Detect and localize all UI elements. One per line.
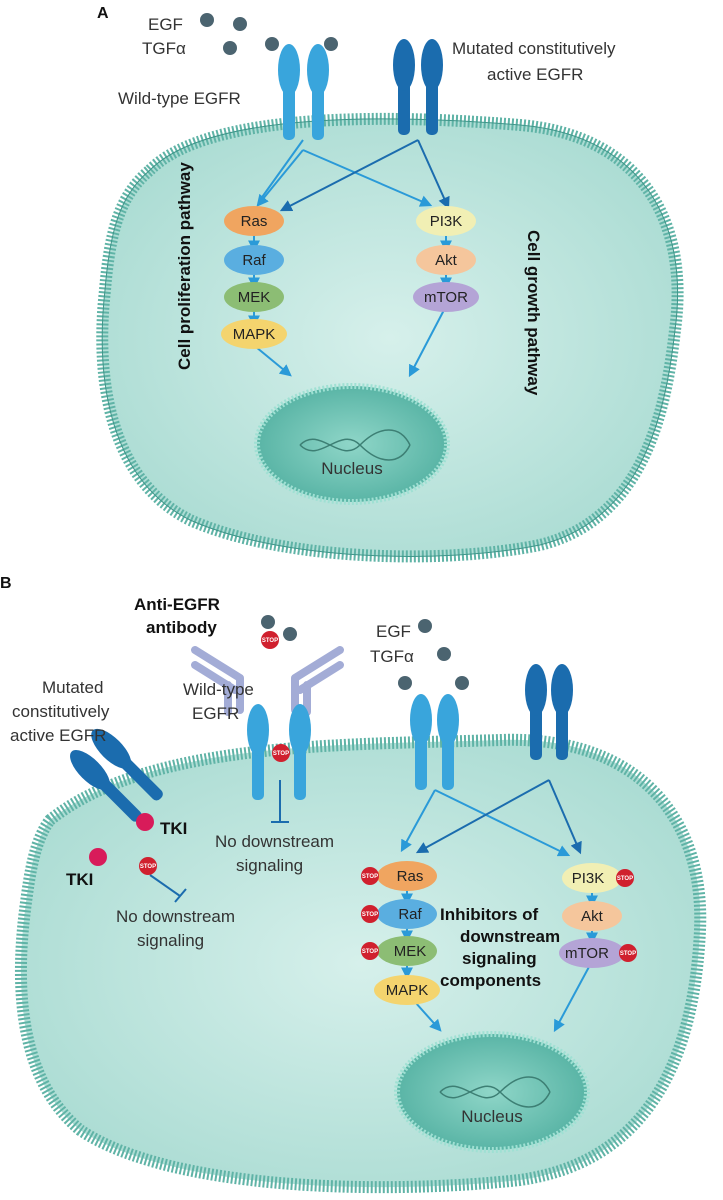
- wild-type-label-b2: EGFR: [192, 704, 239, 723]
- tki-label-2: TKI: [66, 870, 93, 889]
- svg-text:Ras: Ras: [241, 213, 268, 230]
- node-raf: Raf: [224, 245, 284, 275]
- panel-b-label: B: [0, 575, 12, 592]
- svg-text:STOP: STOP: [620, 951, 636, 957]
- svg-text:Akt: Akt: [581, 908, 604, 925]
- no-signal-2a: No downstream: [116, 907, 235, 926]
- ligand-label-tgfa: TGFα: [142, 39, 186, 58]
- svg-text:Akt: Akt: [435, 252, 458, 269]
- pathway-arrows-b: [400, 779, 598, 1033]
- svg-text:Raf: Raf: [242, 252, 266, 269]
- anti-egfr-label-2: antibody: [146, 618, 217, 637]
- node-mek-b: MEK: [377, 936, 437, 966]
- stop-signs: STOP STOP STOP STOP STOP STOP STOP STOP: [139, 631, 637, 962]
- svg-text:MAPK: MAPK: [386, 982, 429, 999]
- node-raf-b: Raf: [377, 899, 437, 929]
- svg-text:STOP: STOP: [362, 874, 378, 880]
- mutated-egfr-label-1: Mutated constitutively: [452, 39, 616, 58]
- node-pi3k: PI3K: [416, 206, 476, 236]
- inhibitors-label-1: Inhibitors of: [440, 905, 539, 924]
- inhibitors-label-2: downstream: [460, 927, 560, 946]
- stop-icon: STOP: [361, 942, 379, 960]
- svg-text:MEK: MEK: [394, 943, 427, 960]
- stop-icon: STOP: [361, 905, 379, 923]
- ligand-label-egf: EGF: [148, 15, 183, 34]
- panel-a-label: A: [97, 5, 109, 22]
- inhibition-markers: [149, 780, 289, 903]
- node-ras-b: Ras: [377, 861, 437, 891]
- no-signal-1a: No downstream: [215, 832, 334, 851]
- inhibitors-label-3: signaling: [462, 949, 537, 968]
- node-ras: Ras: [224, 206, 284, 236]
- pathway-arrows: [248, 139, 452, 378]
- ligand-dots: [200, 13, 338, 55]
- inhibitors-label-4: components: [440, 971, 541, 990]
- nucleus-label-b: Nucleus: [461, 1107, 522, 1126]
- cell-proliferation-pathway-label: Cell proliferation pathway: [175, 162, 194, 370]
- ligand-label-egf-b: EGF: [376, 622, 411, 641]
- mutated-label-b1: Mutated: [42, 678, 103, 697]
- wild-type-egfr-label: Wild-type EGFR: [118, 89, 241, 108]
- svg-text:PI3K: PI3K: [572, 870, 605, 887]
- svg-text:mTOR: mTOR: [565, 945, 609, 962]
- no-signal-2b: signaling: [137, 931, 204, 950]
- svg-text:STOP: STOP: [362, 912, 378, 918]
- tki-molecule: [136, 813, 154, 831]
- panel-a: A EGF TGFα Wild-type EGFR Mutated consti…: [96, 5, 684, 563]
- node-akt: Akt: [416, 245, 476, 275]
- tki-molecule: [89, 848, 107, 866]
- ligand-dots-b: [261, 615, 469, 690]
- wild-type-label-b1: Wild-type: [183, 680, 254, 699]
- stop-icon: STOP: [139, 857, 157, 875]
- stop-icon: STOP: [361, 867, 379, 885]
- mutated-egfr-label-2: active EGFR: [487, 65, 583, 84]
- stop-icon: STOP: [272, 744, 290, 762]
- svg-text:MAPK: MAPK: [233, 326, 276, 343]
- anti-egfr-antibodies: [191, 646, 344, 716]
- svg-text:STOP: STOP: [617, 876, 633, 882]
- node-akt-b: Akt: [562, 901, 622, 931]
- mutated-label-b2: constitutively: [12, 702, 110, 721]
- node-pi3k-b: PI3K: [562, 863, 622, 893]
- no-signal-1b: signaling: [236, 856, 303, 875]
- nucleus-label: Nucleus: [321, 459, 382, 478]
- node-mapk: MAPK: [221, 319, 287, 349]
- node-mek: MEK: [224, 282, 284, 312]
- panel-b: B Anti-EGFR antibody EGF TGFα Wild-type …: [0, 575, 707, 1194]
- svg-text:PI3K: PI3K: [430, 213, 463, 230]
- svg-text:mTOR: mTOR: [424, 289, 468, 306]
- stop-icon: STOP: [616, 869, 634, 887]
- node-mtor-b: mTOR: [559, 938, 625, 968]
- svg-text:Raf: Raf: [398, 906, 422, 923]
- nucleus: Nucleus: [254, 383, 450, 505]
- svg-text:STOP: STOP: [140, 864, 156, 870]
- stop-icon: STOP: [261, 631, 279, 649]
- anti-egfr-label-1: Anti-EGFR: [134, 595, 220, 614]
- node-mapk-b: MAPK: [374, 975, 440, 1005]
- svg-text:STOP: STOP: [273, 751, 289, 757]
- stop-icon: STOP: [619, 944, 637, 962]
- svg-text:STOP: STOP: [362, 949, 378, 955]
- cell-growth-pathway-label: Cell growth pathway: [524, 230, 543, 396]
- svg-text:MEK: MEK: [238, 289, 271, 306]
- svg-text:Ras: Ras: [397, 868, 424, 885]
- nucleus-b: Nucleus: [394, 1031, 590, 1153]
- tki-label-1: TKI: [160, 819, 187, 838]
- svg-text:STOP: STOP: [262, 638, 278, 644]
- mutated-label-b3: active EGFR: [10, 726, 106, 745]
- ligand-label-tgfa-b: TGFα: [370, 647, 414, 666]
- node-mtor: mTOR: [413, 282, 479, 312]
